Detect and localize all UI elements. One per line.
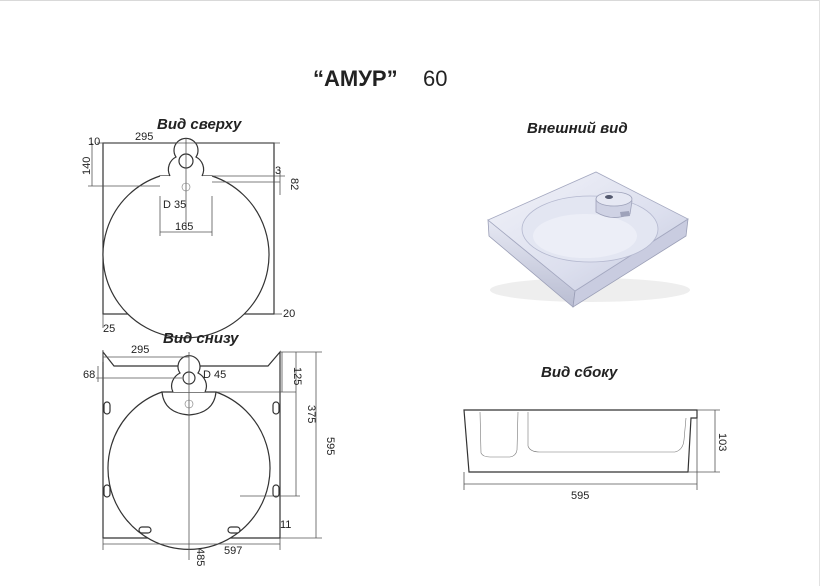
leg-mark [103, 484, 111, 498]
leg-mark [103, 401, 111, 415]
bottom-view: Вид снизу 295 68 D [83, 330, 336, 566]
side-view-drain-compartment [479, 411, 519, 458]
dim-68: 68 [83, 369, 95, 381]
dim-20: 20 [283, 308, 295, 320]
leg-mark [227, 526, 241, 534]
dim-d45: D 45 [203, 369, 226, 381]
dim-11: 11 [280, 519, 291, 531]
bottom-view-caption: Вид снизу [163, 330, 239, 347]
dim-10: 10 [88, 136, 100, 148]
tray-drain-slot [620, 211, 630, 217]
dim-103: 103 [716, 433, 728, 451]
side-view-profile [463, 409, 698, 473]
side-view-inner-tub [527, 412, 687, 453]
dim-25: 25 [103, 323, 115, 335]
dim-295: 295 [135, 131, 153, 143]
external-view: Внешний вид [487, 120, 690, 308]
top-view: Вид сверху 10 295 140 3 82 D 35 165 20 2… [81, 116, 300, 339]
tray-basin-highlight [533, 214, 637, 258]
dim-595: 595 [324, 437, 336, 455]
dim-595: 595 [571, 490, 589, 502]
product-model: 60 [423, 66, 447, 91]
dim-165: 165 [175, 221, 193, 233]
top-view-basin [102, 175, 270, 339]
dim-375: 375 [305, 405, 317, 423]
side-view-caption: Вид сбоку [541, 364, 618, 381]
title-group: “АМУР” 60 [313, 66, 447, 91]
dim-d35: D 35 [163, 199, 186, 211]
dim-597: 597 [224, 545, 242, 557]
leg-mark [272, 401, 280, 415]
dim-125: 125 [291, 367, 303, 385]
leg-mark [138, 526, 152, 534]
tray-drain-hole [605, 195, 613, 199]
top-view-caption: Вид сверху [157, 116, 242, 133]
tray-drain-top [595, 191, 633, 207]
top-border [0, 0, 820, 1]
leg-mark [272, 484, 280, 498]
dim-140: 140 [81, 157, 93, 175]
external-view-caption: Внешний вид [527, 120, 628, 137]
dim-3: 3 [275, 165, 281, 177]
product-name: “АМУР” [313, 66, 398, 91]
dim-82: 82 [288, 178, 300, 190]
dim-295: 295 [131, 344, 149, 356]
dim-485: 485 [194, 548, 206, 566]
side-view: Вид сбоку 103 595 [463, 364, 728, 502]
